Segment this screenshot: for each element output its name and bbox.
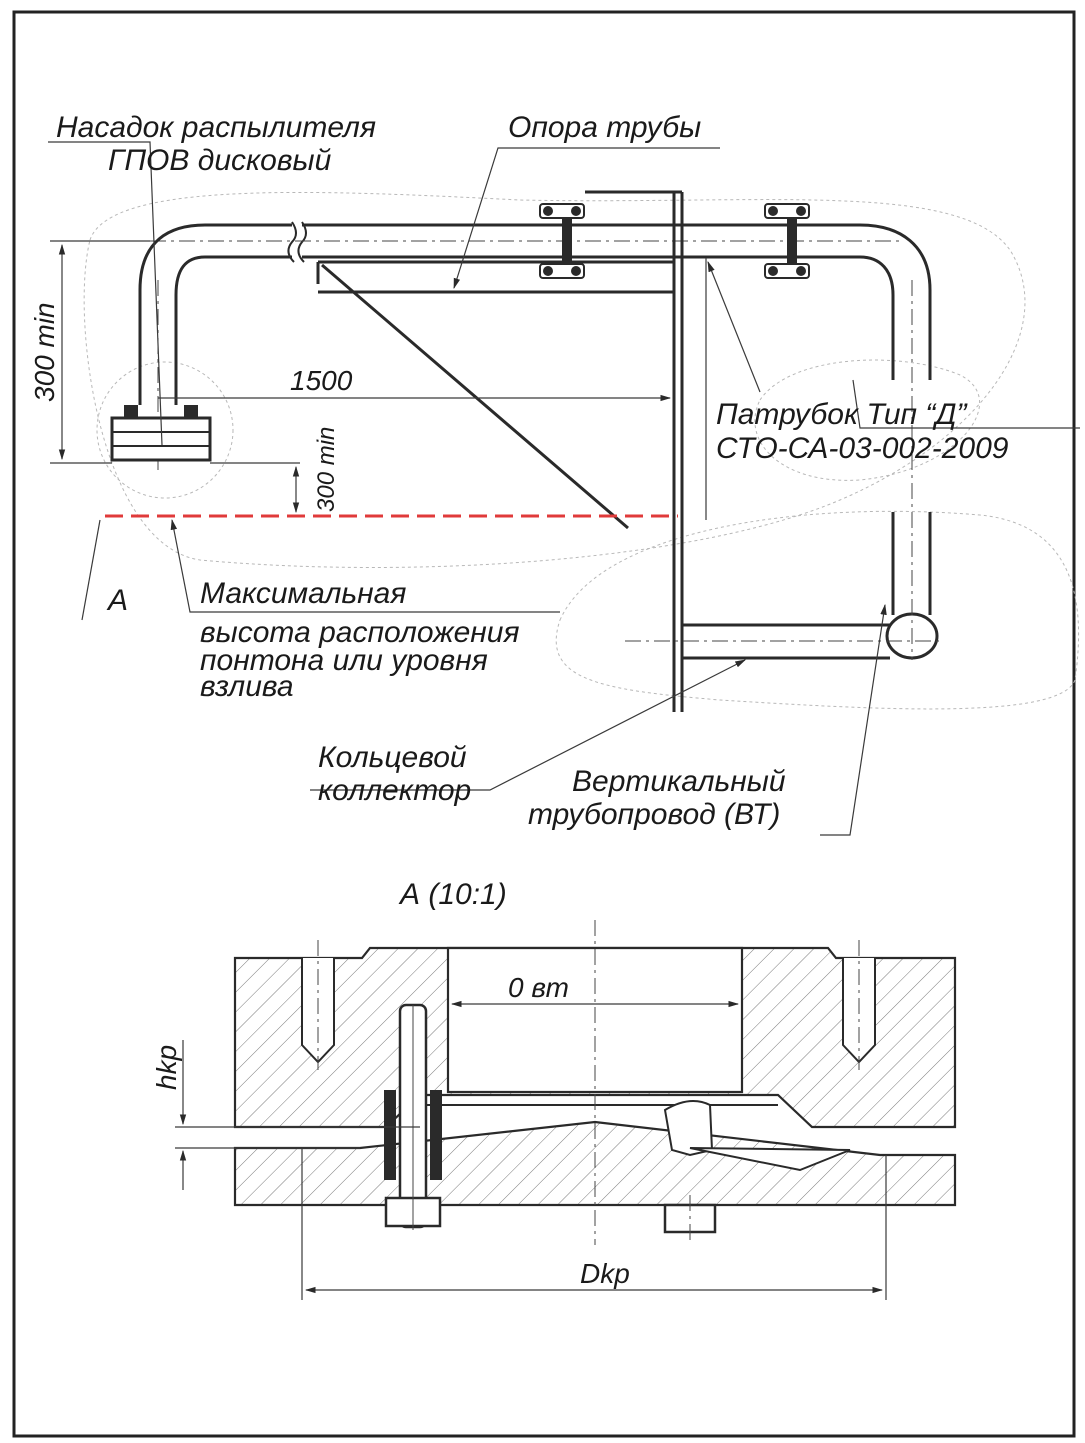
flange-right <box>764 203 810 279</box>
dim-height-left-text: 300 min <box>29 302 60 402</box>
dim-gap-text: hkp <box>151 1045 182 1090</box>
dim-bore-text: 0 вт <box>508 972 569 1003</box>
detail-title: А (10:1) <box>398 878 507 911</box>
dim-diameter-text: Dkp <box>580 1258 630 1289</box>
drawing-frame <box>12 10 1076 1438</box>
label-nozzle-1: Насадок распылителя <box>56 111 376 144</box>
label-nozzle-2: ГПОВ дисковый <box>108 144 332 177</box>
leader-lines <box>48 141 1080 836</box>
general-view: 300 min 1500 300 min Насадок распылителя… <box>29 111 1080 836</box>
dim-diameter <box>301 1148 887 1300</box>
dim-height-level <box>210 462 300 514</box>
dim-height-level-text: 300 min <box>313 427 340 512</box>
ring-collector <box>682 623 890 660</box>
label-max-3: понтона или уровня <box>200 644 488 677</box>
label-vert-1: Вертикальный <box>572 765 786 798</box>
left-elbow <box>138 223 206 405</box>
vertical-pipe <box>891 512 932 615</box>
pipe-support <box>316 260 674 530</box>
dim-length-text: 1500 <box>290 365 353 396</box>
stud-bolt <box>384 1003 442 1230</box>
zone-outline-lower <box>555 510 1080 710</box>
label-view-a: А <box>106 584 128 617</box>
tank-wall <box>585 190 684 712</box>
dim-gap <box>175 1040 420 1190</box>
label-pipe-support: Опора трубы <box>508 111 701 144</box>
label-vert-2: трубопровод (ВТ) <box>528 798 780 831</box>
header-pipe <box>205 223 860 259</box>
label-ring-1: Кольцевой <box>318 741 467 774</box>
right-elbow <box>859 223 932 380</box>
zone-outline-upper <box>83 191 1026 568</box>
label-max-2: высота расположения <box>200 616 519 649</box>
zone-outline-branch <box>754 359 981 481</box>
view-circle-a <box>96 361 234 499</box>
flange-left <box>539 203 585 279</box>
label-max-4: взлива <box>200 670 294 703</box>
deflector-tip <box>689 1147 851 1172</box>
label-max-1: Максимальная <box>200 577 406 610</box>
pipe-break-mark <box>287 221 307 263</box>
label-ring-2: коллектор <box>318 774 471 807</box>
label-branch-2: СТО-СА-03-002-2009 <box>716 432 1009 465</box>
dim-height-left <box>50 240 150 464</box>
deflector-wedge <box>663 1100 714 1157</box>
label-branch-1: Патрубок Тип “Д” <box>716 398 968 431</box>
detail-view: А (10:1) <box>151 878 957 1300</box>
